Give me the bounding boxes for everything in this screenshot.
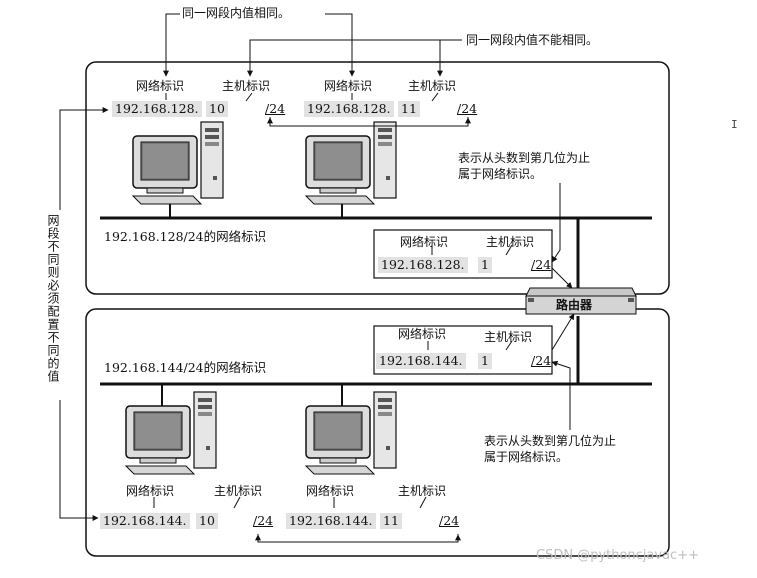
- top-host1-host-label: 主机标识: [222, 79, 270, 93]
- top-iface-host: 1: [478, 257, 492, 273]
- top-segment-label: 192.168.128/24的网络标识: [104, 230, 266, 244]
- top-host1-host: 10: [206, 101, 228, 117]
- top-host1-prefix: /24: [262, 101, 288, 117]
- top-host2-network: 192.168.128.: [304, 101, 394, 117]
- top-prefix-note: 表示从头数到第几位为止属于网络标识。: [458, 150, 590, 182]
- bottom-iface-network: 192.168.144.: [376, 353, 466, 369]
- top-host2-network-label: 网络标识: [324, 79, 372, 93]
- bottom-segment-label: 192.168.144/24的网络标识: [104, 361, 266, 375]
- top-iface-prefix: /24: [528, 257, 554, 273]
- bottom-host1-host: 10: [196, 513, 218, 529]
- top-host1-network-label: 网络标识: [136, 79, 184, 93]
- bottom-host2-host-label: 主机标识: [398, 484, 446, 498]
- side-note: 网段不同则必须配置不同的值: [46, 214, 60, 383]
- bottom-host2-network-label: 网络标识: [306, 484, 354, 498]
- same-network-note: 同一网段内值相同。: [182, 6, 290, 20]
- bottom-iface-prefix: /24: [528, 353, 554, 369]
- text-cursor-icon: I: [731, 118, 738, 131]
- bottom-iface-host: 1: [478, 353, 492, 369]
- bottom-host2-host: 11: [380, 513, 402, 529]
- bottom-host1-host-label: 主机标识: [214, 484, 262, 498]
- bottom-host1-prefix: /24: [250, 513, 276, 529]
- bottom-host2-network: 192.168.144.: [286, 513, 376, 529]
- bottom-host1-network-label: 网络标识: [126, 484, 174, 498]
- top-iface-network-label: 网络标识: [400, 235, 448, 249]
- different-host-note: 同一网段内值不能相同。: [466, 33, 598, 47]
- csdn-watermark: CSDN @pythoncjavac++: [536, 548, 699, 563]
- bottom-prefix-note: 表示从头数到第几位为止属于网络标识。: [484, 433, 616, 465]
- router-label: 路由器: [556, 298, 592, 312]
- top-host2-host-label: 主机标识: [408, 79, 456, 93]
- top-host2-host: 11: [398, 101, 420, 117]
- top-host1-network: 192.168.128.: [112, 101, 202, 117]
- bottom-iface-host-label: 主机标识: [484, 330, 532, 344]
- bottom-iface-network-label: 网络标识: [398, 327, 446, 341]
- top-iface-host-label: 主机标识: [486, 235, 534, 249]
- top-host2-prefix: /24: [454, 101, 480, 117]
- bottom-host2-prefix: /24: [436, 513, 462, 529]
- bottom-host1-network: 192.168.144.: [100, 513, 190, 529]
- top-iface-network: 192.168.128.: [378, 257, 468, 273]
